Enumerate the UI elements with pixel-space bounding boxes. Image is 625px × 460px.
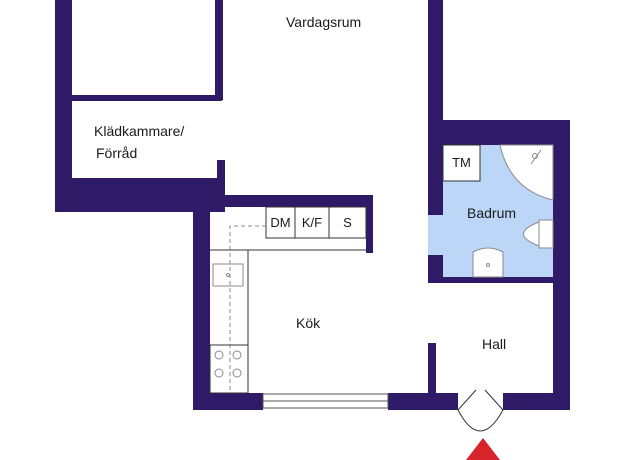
- room-label-kladkammare: Klädkammare/ Förråd: [94, 121, 184, 163]
- wall-closet-right-lower: [217, 160, 225, 212]
- entrance-door: [457, 389, 504, 432]
- basin: [472, 247, 504, 278]
- room-label-kladkammare-line2: Förråd: [96, 145, 138, 161]
- wardrobe-s-box: [328, 206, 367, 239]
- room-label-hall: Hall: [482, 336, 507, 352]
- wall-bathroom-left-upper: [428, 120, 443, 215]
- wall-kitchen-cabinet-end: [366, 195, 373, 253]
- fixture-label-s: S: [343, 215, 352, 230]
- room-label-kladkammare-line1: Klädkammare/: [94, 123, 185, 139]
- wall-upper-right: [428, 0, 443, 120]
- room-label-kok: Kök: [296, 315, 321, 331]
- room-label-vardagsrum: Vardagsrum: [286, 14, 362, 30]
- kitchen-fixtures: [209, 206, 367, 394]
- bathroom-fixtures: [442, 144, 554, 278]
- wall-bottom-left: [193, 393, 263, 410]
- walls: [55, 0, 570, 410]
- shower-corner: [499, 144, 554, 201]
- red-triangle-icon: [466, 438, 500, 460]
- fixture-label-dm: DM: [270, 215, 291, 230]
- fixture-label-tm: TM: [452, 155, 471, 170]
- wall-kitchen-left: [193, 195, 210, 410]
- room-label-badrum: Badrum: [467, 205, 517, 221]
- wall-hall-stub: [428, 343, 436, 410]
- wall-closet-right-upper: [215, 0, 223, 100]
- wall-bathroom-left-lower: [428, 255, 443, 280]
- wall-closet-divider: [72, 95, 222, 101]
- toilet: [538, 219, 554, 249]
- washing-machine-box: [442, 144, 481, 182]
- upper-cabinet-dashed: [229, 225, 266, 390]
- wall-bathroom-top: [428, 120, 570, 145]
- wall-kitchen-top: [193, 195, 373, 207]
- wall-left-outer: [55, 0, 72, 212]
- wall-right-outer: [553, 120, 570, 410]
- fixture-label-kf: K/F: [301, 215, 323, 230]
- kitchen-sink: [212, 263, 244, 287]
- wall-bathroom-bottom: [428, 277, 553, 283]
- stove: [209, 344, 249, 394]
- wall-bottom-mid: [388, 393, 458, 410]
- window: [262, 393, 389, 409]
